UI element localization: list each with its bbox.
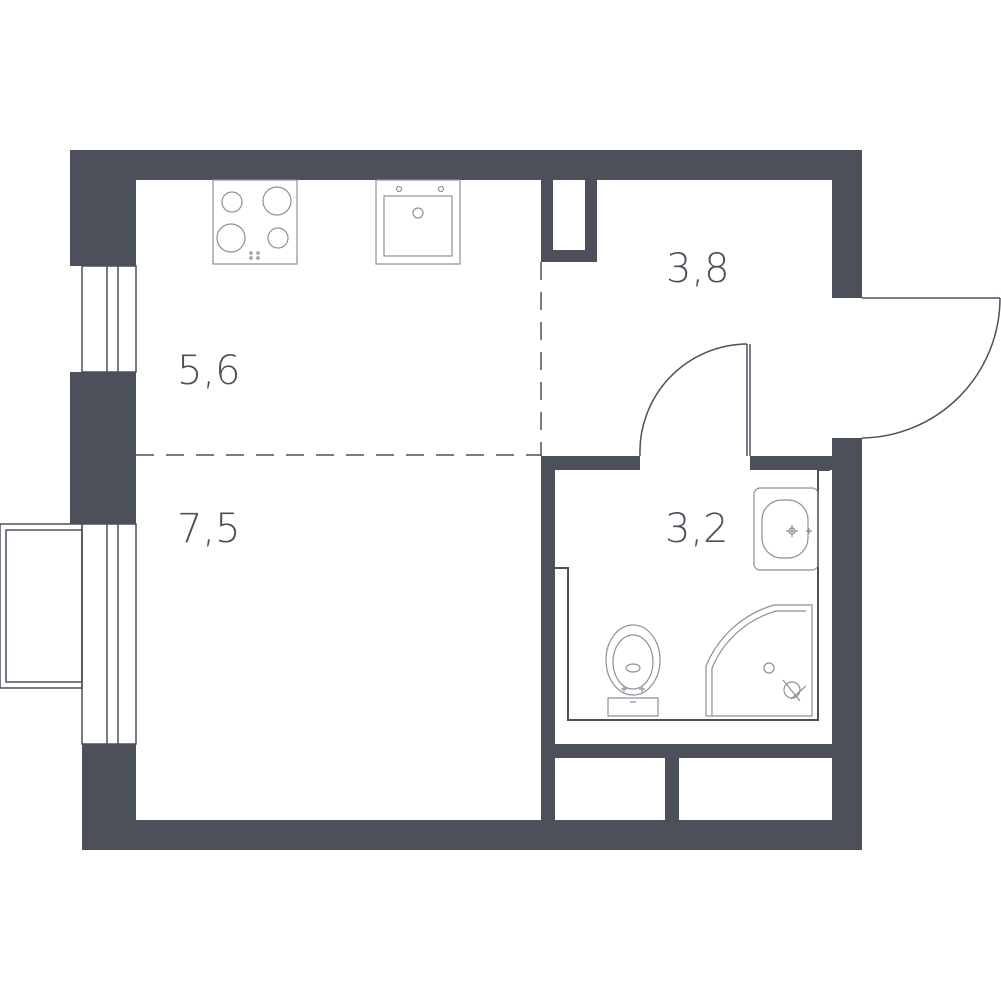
area-label-living: 7,5	[177, 506, 241, 552]
wall-bath-top-right	[750, 456, 862, 470]
shower-icon	[705, 604, 813, 717]
area-label-bathroom: 3,2	[665, 506, 729, 552]
balcony-icon	[0, 523, 83, 689]
toilet-icon	[605, 624, 661, 717]
wall-storage-divider	[665, 744, 679, 850]
wall-left-upper	[70, 150, 136, 266]
washbasin-icon	[753, 487, 819, 571]
area-label-kitchen: 5,6	[177, 348, 241, 394]
stove-icon	[212, 179, 298, 265]
bath-lining	[555, 469, 830, 721]
bathroom-door-icon	[639, 343, 751, 457]
wall-bath-left	[541, 456, 555, 850]
wall-right-lower	[832, 438, 862, 850]
area-label-hallway: 3,8	[666, 246, 730, 292]
wall-bottom	[82, 820, 862, 850]
wall-left-middle	[70, 372, 136, 524]
zone-separators	[136, 262, 542, 456]
sink-icon	[375, 179, 461, 265]
walls	[70, 150, 862, 850]
vent-shaft-inner	[553, 180, 585, 250]
wall-top	[70, 150, 862, 180]
door-icon	[861, 297, 1001, 439]
window-icon	[81, 265, 137, 745]
wall-bath-top-left	[541, 456, 640, 470]
wall-right-upper	[832, 150, 862, 298]
wall-bath-bottom	[541, 744, 862, 758]
